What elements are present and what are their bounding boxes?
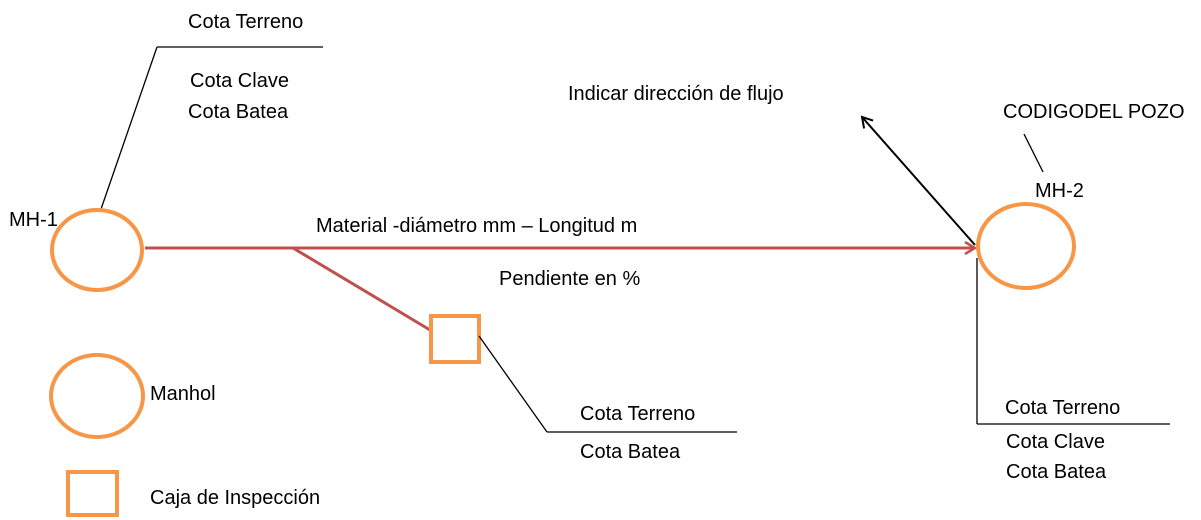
inspection-box [429, 314, 481, 364]
caja-cota-terreno: Cota Terreno [580, 403, 695, 425]
mh2-code-leader [1023, 133, 1044, 173]
branch-pipe [292, 246, 431, 332]
flow-note: Indicar dirección de flujo [568, 83, 784, 105]
mh2-cota-batea: Cota Batea [1006, 461, 1107, 483]
mh1-cota-batea: Cota Batea [188, 101, 289, 123]
legend-box-label: Caja de Inspección [150, 487, 320, 509]
mh2-cota-clave: Cota Clave [1006, 431, 1105, 453]
legend-manhole-label: Manhol [150, 383, 216, 405]
mh1-cota-clave: Cota Clave [190, 70, 289, 92]
pipe-label: Material -diámetro mm – Longitud m [316, 215, 637, 237]
mh2-codigo: CODIGODEL POZO [1003, 101, 1185, 123]
legend-manhole-icon [49, 353, 145, 439]
mh1-cota-terreno: Cota Terreno [188, 11, 303, 33]
caja-leader-line [478, 335, 548, 433]
mh2-label: MH-2 [1035, 180, 1084, 202]
mh1-manhole [50, 208, 144, 292]
flow-direction-arrow [860, 115, 976, 246]
legend-box-icon [66, 470, 119, 517]
mh2-cota-terreno: Cota Terreno [1005, 397, 1120, 419]
mh2-manhole [976, 202, 1076, 290]
mh1-label: MH-1 [9, 209, 58, 231]
mh1-leader-line [99, 46, 158, 213]
pipe-pendiente: Pendiente en % [499, 268, 640, 290]
caja-cota-batea: Cota Batea [580, 441, 681, 463]
